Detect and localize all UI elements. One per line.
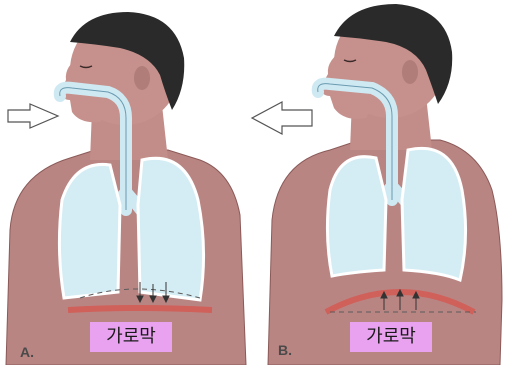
diaphragm-label-b: 가로막	[350, 322, 432, 352]
breath-arrow-b	[252, 102, 312, 134]
panel-letter-b: B.	[278, 342, 292, 358]
ear-a	[134, 66, 150, 90]
panel-a	[6, 12, 246, 365]
right-lung-b	[402, 148, 466, 280]
diaphragm-label-a: 가로막	[90, 322, 172, 352]
left-lung-b	[327, 157, 386, 276]
diaphragm-a	[68, 308, 212, 310]
breath-arrow-a	[8, 104, 58, 128]
left-lung-a	[59, 164, 120, 298]
ear-b	[402, 60, 418, 84]
panel-b	[252, 4, 502, 365]
panel-letter-a: A.	[20, 344, 34, 360]
